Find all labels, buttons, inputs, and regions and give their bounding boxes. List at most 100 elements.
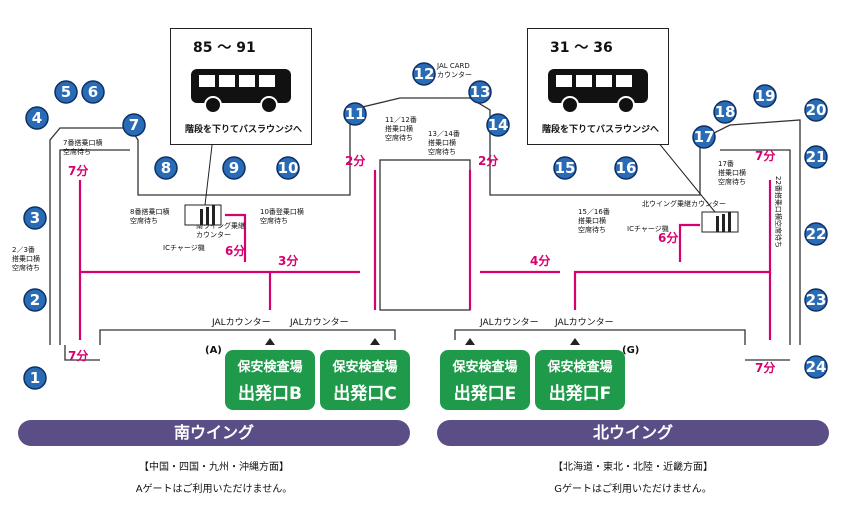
gate-9-circle [222,156,246,180]
walk-time-7d: 7分 [755,360,775,375]
gate-4: 4 [25,106,49,130]
gate-20: 20 [804,98,828,122]
gate-3-number: 3 [30,209,40,227]
gate-23: 23 [804,288,828,312]
security-b-line1: 保安検査場 [237,360,303,375]
north-regions: 【北海道・東北・北陸・近畿方面】 [553,462,713,473]
waiting-label-1314-line1: 13／14番 [428,130,460,138]
gate-8-circle [154,156,178,180]
gate-24-circle [804,355,828,379]
waiting-label-17-line2: 搭乗口横 [718,168,746,177]
waiting-label-1314-line3: 空席待ち [428,147,456,156]
waiting-label-17-line3: 空席待ち [718,177,746,186]
walk-time-4: 4分 [530,253,550,268]
gate-10-number: 10 [278,159,299,177]
gate-6-circle [81,80,105,104]
gate-6: 6 [81,80,105,104]
gate-18-circle [713,100,737,124]
gate-7: 7 [122,113,146,137]
waiting-label-23-line2: 搭乗口横 [12,254,40,263]
gate-19: 19 [753,84,777,108]
gate-3-circle [23,206,47,230]
waiting-label-1516-line2: 搭乗口横 [578,216,606,225]
north-bus-gate-from: 31 [550,40,570,56]
gate-18: 18 [713,100,737,124]
security-b-line2: 出発口B [238,384,302,404]
gate-6-number: 6 [88,83,98,101]
gate-12-number: 12 [414,65,435,83]
waiting-label-1112-line2: 搭乗口横 [385,124,413,133]
waiting-label-22: 22番搭乗口横空席待ち [774,176,783,248]
waiting-label-8-line2: 空席待ち [130,216,158,225]
gate-11: 11 [343,102,367,126]
south-wing-bar: 南ウイング [18,420,410,446]
entrance-marker-c [370,338,380,345]
jal-counter-4: JALカウンター [554,317,614,328]
gate-1-circle [23,366,47,390]
waiting-label-7-line1: 7番搭乗口横 [63,138,102,147]
gate-14-circle [486,113,510,137]
north-transfer-counter: 北ウイング乗継カウンター [642,199,726,208]
gate-22: 22 [804,222,828,246]
walk-time-2b: 2分 [478,153,498,168]
south-note: Aゲートはご利用いただけません。 [135,484,293,495]
security-checkpoint-c: 保安検査場 出発口C [320,350,410,410]
south-bus-gate-from: 85 [193,40,213,56]
security-checkpoint-f: 保安検査場 出発口F [535,350,625,410]
walk-time-3: 3分 [278,253,298,268]
waiting-label-1516-line1: 15／16番 [578,208,610,216]
walk-time-6b: 6分 [658,230,678,245]
gate-17-circle [692,125,716,149]
gate-21: 21 [804,145,828,169]
entrance-marker-f [570,338,580,345]
jal-card-counter-line2: カウンター [437,70,472,79]
jal-card-counter-line1: JAL CARD [436,62,470,70]
gate-9-number: 9 [229,159,239,177]
north-bus-icon [548,69,648,114]
gate-5: 5 [54,80,78,104]
walk-time-6a: 6分 [225,243,245,258]
gate-23-number: 23 [806,291,827,309]
waiting-label-10-line2: 空席待ち [260,216,288,225]
south-stairs-icon [184,204,222,226]
gate-17-number: 17 [694,128,715,146]
gate-12-circle [412,62,436,86]
security-checkpoint-b: 保安検査場 出発口B [225,350,315,410]
security-e-line1: 保安検査場 [452,360,518,375]
north-wing-bar: 北ウイング [437,420,829,446]
south-regions: 【中国・四国・九州・沖縄方面】 [139,462,289,473]
entrance-marker-e [465,338,475,345]
gate-11-circle [343,102,367,126]
north-note: Gゲートはご利用いただけません。 [554,484,712,495]
security-f-line2: 出発口F [548,384,612,404]
gate-22-number: 22 [806,225,827,243]
jal-counter-1: JALカウンター [211,317,271,328]
gate-12: 12 [412,62,436,86]
gate-5-circle [54,80,78,104]
south-bus-caption: 階段を下りてバスラウンジへ [185,125,303,135]
gate-14: 14 [486,113,510,137]
security-f-line1: 保安検査場 [547,360,613,375]
gate-15: 15 [553,156,577,180]
gate-2-circle [23,288,47,312]
gate-21-circle [804,145,828,169]
waiting-label-8-line1: 8番搭乗口横 [130,207,169,216]
gate-24-number: 24 [806,358,827,376]
gate-24: 24 [804,355,828,379]
south-bus-lounge-box: 85 〜 91 階段を下りてバスラウンジへ [170,28,312,145]
waiting-label-23-line1: 2／3番 [12,246,35,254]
gate-21-number: 21 [806,148,827,166]
gate-4-circle [25,106,49,130]
security-checkpoint-e: 保安検査場 出発口E [440,350,530,410]
gate-7-number: 7 [129,116,139,134]
south-bus-gates-range: 85 〜 91 [193,37,256,57]
waiting-label-7-line2: 空席待ち [63,147,91,156]
gate-17: 17 [692,125,716,149]
gate-2-number: 2 [30,291,40,309]
north-ic-charge: ICチャージ機 [627,224,669,233]
jal-counter-2: JALカウンター [289,317,349,328]
gate-18-number: 18 [715,103,736,121]
waiting-label-1516-line3: 空席待ち [578,225,606,234]
